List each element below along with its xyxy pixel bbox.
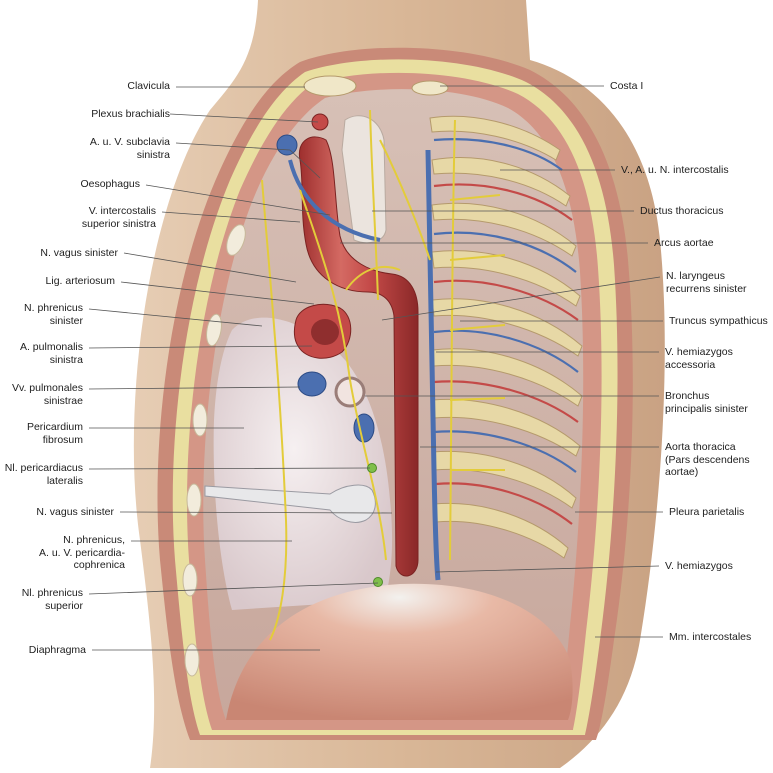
subclavian-vein (276, 134, 298, 156)
label-ductus: Ductus thoracicus (640, 205, 723, 218)
label-line: sinistra (136, 148, 170, 161)
label-plexus-brachialis: Plexus brachialis (91, 108, 170, 121)
pulmonary-artery-lumen (311, 319, 339, 345)
label-costa-i: Costa I (610, 80, 643, 93)
label-line: Mm. intercostales (669, 631, 752, 643)
label-n-vagus-1: N. vagus sinister (40, 247, 118, 260)
label-hemiazygos: V. hemiazygos (665, 560, 733, 573)
label-line: Pleura parietalis (669, 506, 745, 518)
label-intercostales: Mm. intercostales (669, 631, 751, 644)
label-line: A. u. V. subclavia (89, 136, 170, 148)
label-line: cophrenica (73, 559, 125, 571)
label-line: N. vagus sinister (36, 506, 114, 518)
label-line: Truncus sympathicus (669, 315, 768, 327)
diaphragm (226, 583, 573, 720)
label-clavicula: Clavicula (127, 80, 170, 93)
label-line: Diaphragma (28, 644, 86, 656)
nerves (261, 109, 506, 641)
anterior-rib-sections (182, 224, 246, 677)
hemiazygos-vein (425, 149, 441, 581)
label-line: N. phrenicus (24, 302, 83, 314)
label-line: Pericardium (26, 421, 83, 433)
label-line: N. laryngeus (666, 270, 725, 282)
label-line: Costa I (610, 80, 644, 92)
label-line: (Pars descendens (665, 453, 750, 466)
label-line: N. phrenicus, (63, 534, 125, 546)
label-line: Ductus thoracicus (640, 205, 724, 217)
label-line: sinistra (49, 353, 83, 366)
label-line: fibrosum (42, 433, 83, 446)
label-n-phrenicus-pc: N. phrenicus,A. u. V. pericardia-cophren… (39, 534, 125, 572)
retractor (204, 484, 376, 523)
label-lig-arteriosum: Lig. arteriosum (46, 275, 115, 288)
label-intercostalis: V., A. u. N. intercostalis (621, 164, 729, 177)
label-pleura: Pleura parietalis (669, 506, 744, 519)
aorta (298, 136, 419, 577)
label-line: Plexus brachialis (91, 108, 170, 120)
label-line: Lig. arteriosum (45, 275, 115, 287)
clavicle-section (303, 75, 357, 97)
label-n-vagus-2: N. vagus sinister (36, 506, 114, 519)
label-line: V. intercostalis (88, 205, 156, 217)
label-line: superior sinistra (81, 217, 156, 230)
label-line: Aorta thoracica (665, 441, 736, 453)
label-line: Nl. phrenicus (21, 587, 83, 599)
label-line: lateralis (46, 474, 83, 487)
label-truncus: Truncus sympathicus (669, 315, 768, 328)
pulmonary-vein-1 (297, 371, 327, 397)
label-line: V. hemiazygos (665, 560, 733, 572)
label-arcus: Arcus aortae (654, 237, 714, 250)
intercostal-vein-upper (288, 159, 381, 242)
label-line: superior (45, 599, 83, 612)
first-rib-section (411, 80, 449, 96)
label-line: V., A. u. N. intercostalis (621, 164, 729, 176)
label-line: principalis sinister (665, 402, 748, 415)
ribs (429, 115, 583, 559)
label-line: Arcus aortae (654, 237, 714, 249)
label-line: accessoria (665, 358, 716, 371)
label-line: A. u. V. pericardia- (39, 546, 125, 559)
label-line: aortae) (665, 466, 699, 478)
label-line: Bronchus (665, 390, 710, 402)
label-line: Clavicula (127, 80, 170, 92)
leader-lines (88, 85, 663, 651)
label-line: N. vagus sinister (40, 247, 118, 259)
label-line: sinister (49, 314, 83, 327)
phrenic-lymph-node (373, 577, 383, 587)
label-oesophagus: Oesophagus (80, 178, 140, 191)
label-line: sinistrae (43, 394, 83, 407)
label-line: Vv. pulmonales (11, 382, 83, 394)
label-line: recurrens sinister (666, 282, 747, 295)
label-diaphragma: Diaphragma (29, 644, 86, 657)
label-line: Oesophagus (80, 178, 140, 190)
label-line: Nl. pericardiacus (4, 462, 83, 474)
label-line: V. hemiazygos (665, 346, 733, 358)
label-line: A. pulmonalis (19, 341, 83, 353)
